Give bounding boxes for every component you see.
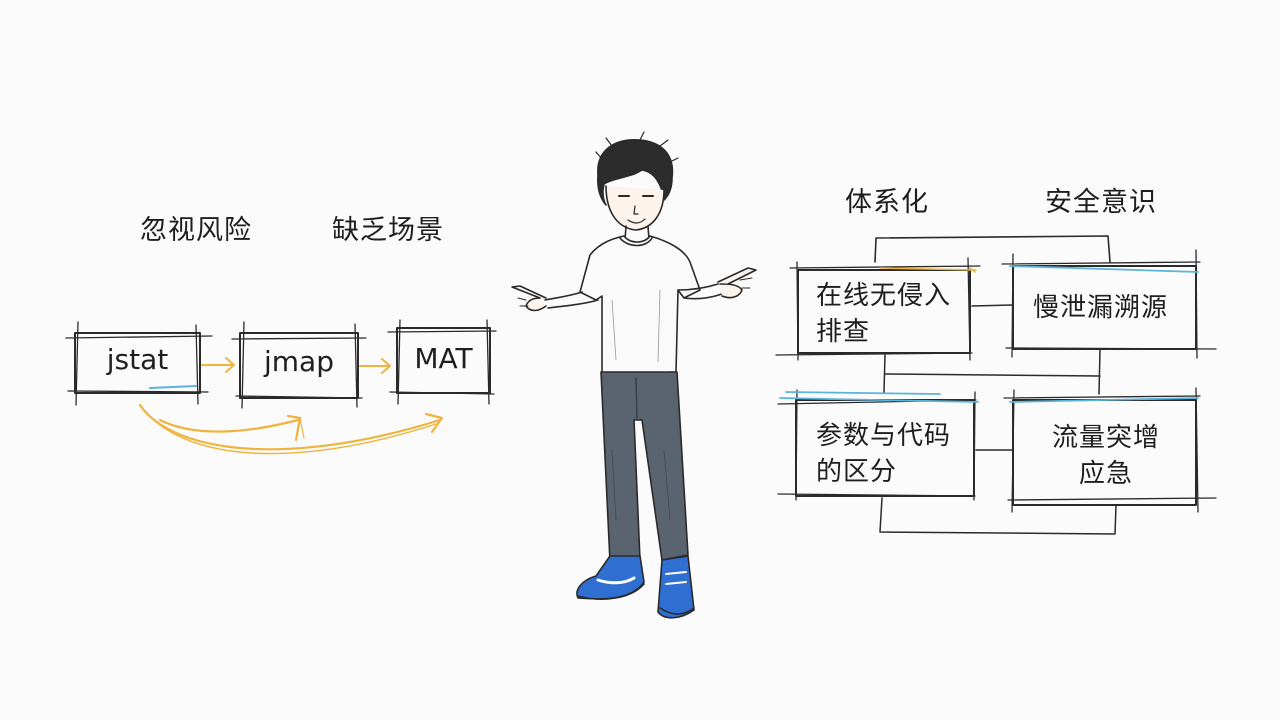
tool-box-jmap [231, 321, 367, 409]
grid-box-3-line-1: 参数与代码 [816, 421, 952, 451]
grid-box-4-line-1: 流量突增 [1052, 423, 1161, 453]
arrow-jmap-mat [359, 358, 391, 374]
tool-label-mat: MAT [414, 342, 473, 375]
grid-box-1 [775, 257, 981, 361]
arrow-jstat-jmap [201, 357, 235, 373]
tool-label-jmap: jmap [264, 345, 334, 378]
header-systematic: 体系化 [845, 187, 929, 218]
grid-box-1-line-2: 排查 [816, 317, 871, 347]
orange-sweep-arrows [138, 403, 444, 455]
grid-box-1-line-1: 在线无侵入 [816, 281, 952, 311]
header-lack-scenario: 缺乏场景 [332, 215, 444, 246]
tool-box-jstat [65, 321, 213, 406]
person-figure [511, 131, 757, 619]
grid-box-2-line-1: 慢泄漏溯源 [1033, 293, 1169, 323]
grid-box-2-text: 慢泄漏溯源 [1033, 290, 1168, 326]
header-ignore-risk: 忽视风险 [140, 215, 252, 246]
tool-box-mat [387, 319, 497, 405]
grid-box-3 [777, 389, 979, 501]
grid-connectors [879, 304, 1117, 535]
grid-box-4 [1003, 387, 1217, 513]
grid-box-3-line-2: 的区分 [816, 457, 898, 487]
header-security-awareness: 安全意识 [1045, 187, 1157, 218]
bracket-top [874, 235, 1111, 263]
grid-box-2 [1001, 249, 1217, 359]
grid-box-3-text: 参数与代码 的区分 [816, 418, 951, 490]
tool-label-jstat: jstat [106, 343, 169, 376]
grid-box-4-line-2: 应急 [1079, 459, 1134, 489]
grid-box-1-text: 在线无侵入 排查 [816, 278, 951, 350]
grid-box-4-text: 流量突增 应急 [1052, 420, 1160, 492]
